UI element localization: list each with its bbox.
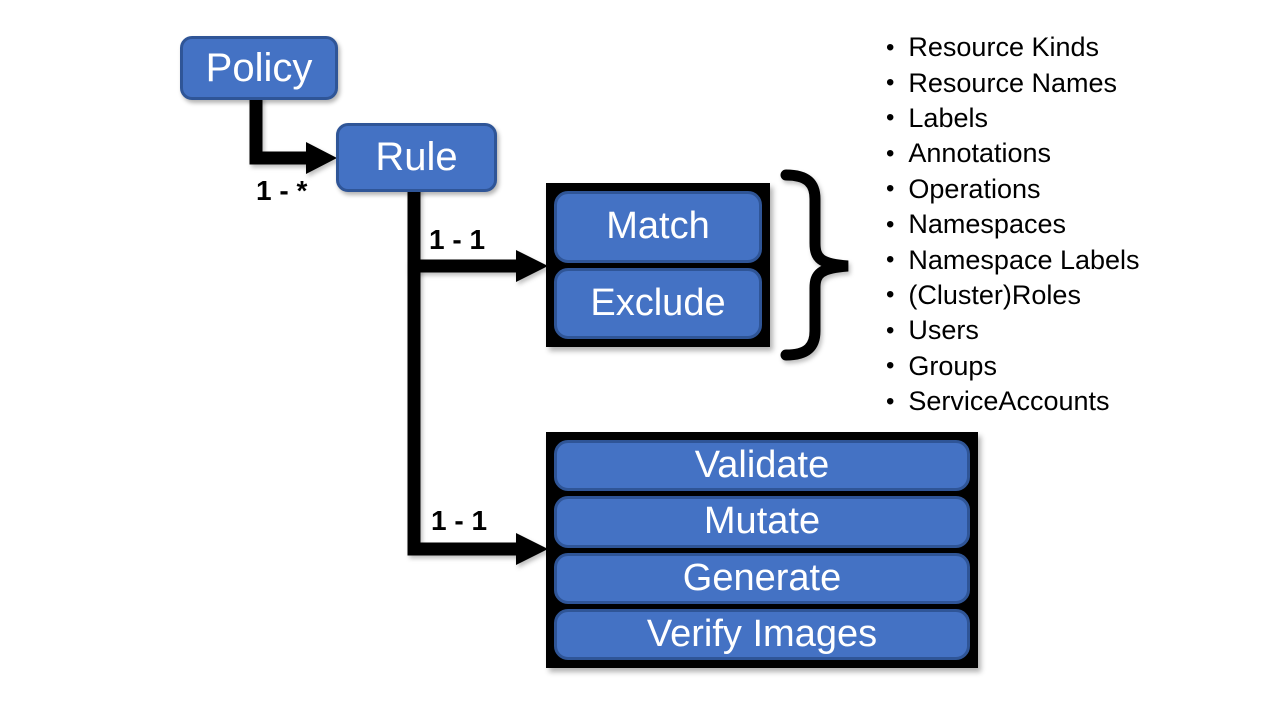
- criteria-item: Users: [886, 313, 1140, 348]
- criteria-item: Groups: [886, 349, 1140, 384]
- criteria-item: (Cluster)Roles: [886, 278, 1140, 313]
- criteria-item: Namespaces: [886, 207, 1140, 242]
- node-validate: Validate: [554, 440, 970, 492]
- node-exclude: Exclude: [554, 267, 762, 339]
- arrowhead-rule-to-actions-icon: [516, 533, 548, 565]
- match-exclude-group: Match Exclude: [546, 183, 770, 347]
- arrowhead-policy-to-rule-icon: [306, 142, 337, 174]
- edge-label-rule-actions: 1 - 1: [431, 505, 488, 536]
- criteria-item: Resource Kinds: [886, 30, 1140, 65]
- criteria-item: Namespace Labels: [886, 242, 1139, 277]
- edge-label-policy-rule: 1 - *: [256, 175, 308, 206]
- connector-policy-to-rule: [249, 96, 309, 165]
- criteria-item: Resource Names: [886, 65, 1140, 100]
- criteria-item: Labels: [886, 101, 1140, 136]
- node-mutate: Mutate: [554, 496, 970, 548]
- node-match: Match: [554, 191, 762, 263]
- criteria-item: ServiceAccounts: [886, 384, 1140, 419]
- actions-group: Validate Mutate Generate Verify Images: [546, 432, 978, 668]
- edge-label-rule-match: 1 - 1: [429, 224, 486, 255]
- node-verify-images: Verify Images: [554, 608, 970, 660]
- criteria-list: Resource Kinds Resource Names Labels Ann…: [886, 30, 1140, 419]
- node-generate: Generate: [554, 552, 970, 604]
- arrowhead-rule-to-match-icon: [516, 250, 548, 282]
- curly-brace-icon: [780, 169, 849, 361]
- node-policy: Policy: [180, 36, 338, 100]
- node-rule: Rule: [336, 123, 497, 192]
- criteria-item: Annotations: [886, 136, 1140, 171]
- connector-rule-to-actions: [407, 186, 519, 556]
- criteria-item: Operations: [886, 172, 1140, 207]
